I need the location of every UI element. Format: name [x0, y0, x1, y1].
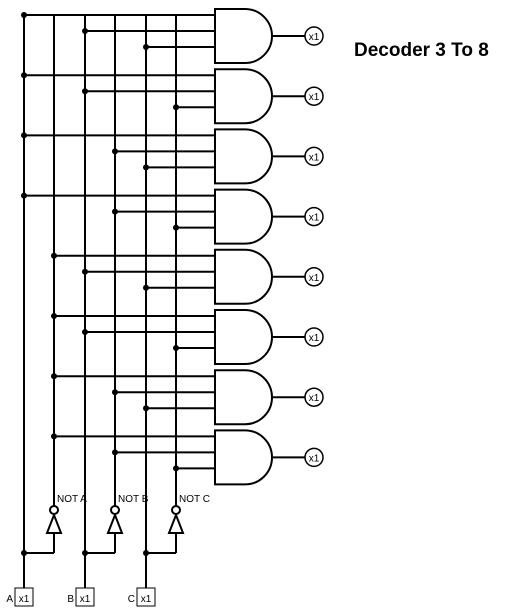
junction-dot [21, 550, 27, 556]
and-gate-5 [214, 248, 273, 305]
input-value-b: x1 [80, 594, 91, 605]
inverter-label-2: NOT B [118, 494, 149, 505]
output-value-5: x1 [309, 273, 320, 284]
input-box-a [14, 587, 34, 607]
diagram-title: Decoder 3 To 8 [354, 40, 489, 61]
junction-dot [173, 104, 179, 111]
junction-dot [82, 329, 88, 335]
inverter-bubble [49, 505, 59, 515]
output-value-6: x1 [309, 333, 320, 344]
junction-dot [143, 44, 149, 50]
and-gate-2 [214, 68, 273, 125]
inverter-triangle [106, 512, 124, 534]
output-probe-1 [304, 26, 324, 46]
output-probe-2 [304, 86, 324, 106]
and-gate-3 [214, 128, 273, 185]
and-gate-8 [214, 429, 273, 486]
and-gate-4 [214, 188, 273, 245]
output-probe-8 [304, 447, 324, 468]
junction-dot [112, 449, 118, 456]
output-value-8: x1 [309, 453, 320, 464]
junction-dot [82, 550, 88, 556]
input-label-b: B [67, 594, 74, 605]
junction-dot [82, 88, 88, 95]
inverter-bubble [110, 505, 120, 515]
output-value-7: x1 [309, 393, 320, 404]
junction-dot [21, 192, 27, 199]
junction-dot [143, 164, 149, 171]
junction-dot [51, 433, 57, 440]
inverters [45, 505, 185, 534]
junction-dot [143, 284, 149, 291]
junction-dot [112, 389, 118, 396]
input-value-c: x1 [141, 594, 152, 605]
output-probe-4 [304, 206, 324, 227]
input-value-a: x1 [19, 594, 30, 605]
junction-dot [21, 132, 27, 139]
junctions [21, 12, 179, 556]
and-gate-1 [214, 8, 273, 64]
junction-dot [112, 148, 118, 155]
input-box-b [75, 587, 95, 607]
inverter-triangle [45, 512, 63, 534]
output-value-2: x1 [309, 92, 320, 103]
input-label-c: C [128, 594, 135, 605]
and-gate-7 [214, 369, 273, 426]
inverter-triangle [167, 512, 185, 534]
junction-dot [173, 465, 179, 472]
inverter-label-3: NOT C [179, 494, 210, 505]
output-value-1: x1 [309, 32, 320, 43]
junction-dot [82, 28, 88, 34]
junction-dot [51, 373, 57, 380]
junction-dot [82, 268, 88, 275]
inverter-label-1: NOT A [57, 494, 87, 505]
output-probe-3 [304, 146, 324, 167]
junction-dot [51, 252, 57, 259]
junction-dot [21, 72, 27, 79]
junction-dot [143, 550, 149, 556]
output-probe-5 [304, 267, 324, 287]
output-value-3: x1 [309, 152, 320, 163]
junction-dot [112, 208, 118, 215]
wires [23, 14, 305, 588]
output-probe-6 [304, 327, 324, 347]
junction-dot [173, 345, 179, 351]
output-value-4: x1 [309, 213, 320, 224]
junction-dot [143, 405, 149, 412]
junction-dot [173, 224, 179, 231]
input-label-a: A [6, 594, 13, 605]
output-probe-7 [304, 387, 324, 407]
junction-dot [51, 313, 57, 319]
inverter-bubble [171, 505, 181, 515]
junction-dot [21, 12, 27, 18]
and-gate-6 [214, 309, 273, 365]
input-box-c [136, 587, 156, 607]
and-gates [214, 8, 273, 486]
